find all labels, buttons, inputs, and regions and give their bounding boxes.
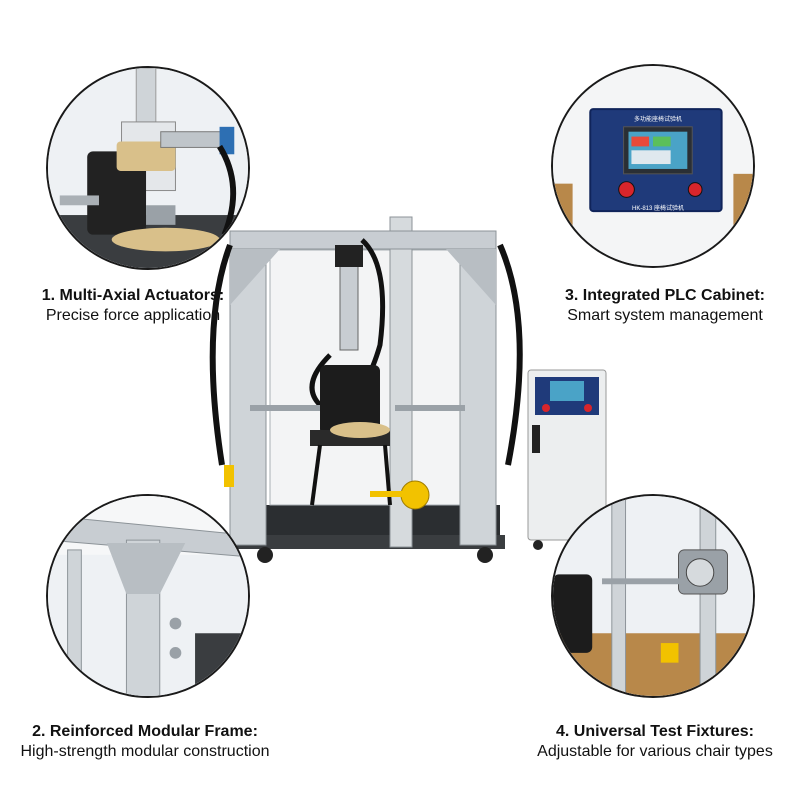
frame-illustration	[48, 496, 248, 696]
feature-subtitle: Precise force application	[45, 307, 221, 324]
feature-caption-plc: 3. Integrated PLC Cabinet: Smart system …	[540, 286, 790, 326]
feature-caption-fixtures: 4. Universal Test Fixtures: Adjustable f…	[510, 722, 800, 762]
fixture-illustration	[553, 496, 753, 696]
plc-panel-illustration	[553, 66, 753, 266]
frame-detail-photo	[46, 494, 250, 698]
test-fixture-detail-photo	[551, 494, 755, 698]
feature-subtitle: High-strength modular construction	[20, 743, 270, 760]
machine-illustration	[209, 216, 607, 563]
feature-subtitle: Adjustable for various chair types	[537, 743, 773, 760]
feature-subtitle: Smart system management	[567, 307, 763, 324]
feature-title: 1. Multi-Axial Actuators:	[41, 287, 225, 304]
feature-title: 3. Integrated PLC Cabinet:	[564, 287, 766, 304]
feature-title: 2. Reinforced Modular Frame:	[32, 723, 258, 740]
chair-testing-machine-photo	[190, 205, 620, 585]
feature-caption-actuators: 1. Multi-Axial Actuators: Precise force …	[8, 286, 258, 326]
feature-caption-frame: 2. Reinforced Modular Frame: High-streng…	[0, 722, 290, 762]
panel-model-text: HK-813 座椅试验机	[631, 206, 684, 212]
plc-cabinet-detail-photo: 多功能座椅试验机 HK-813 座椅试验机	[551, 64, 755, 268]
panel-header-text: 多功能座椅试验机	[633, 117, 682, 123]
feature-title: 4. Universal Test Fixtures:	[556, 723, 754, 740]
